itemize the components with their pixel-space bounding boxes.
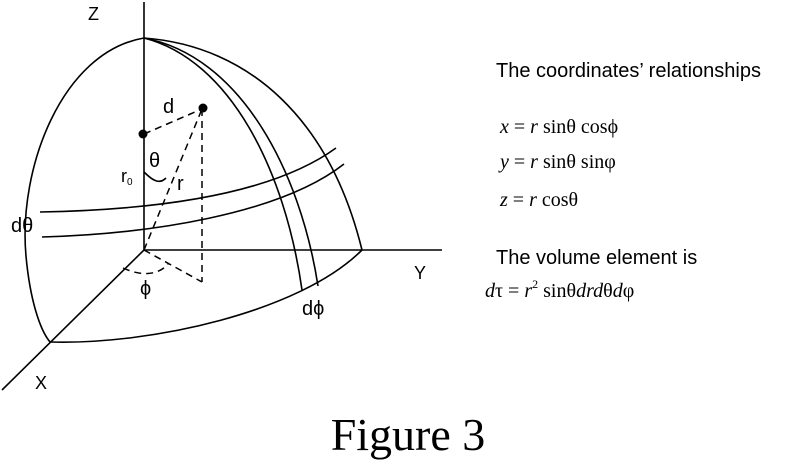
sphere-equator-arc xyxy=(49,249,363,343)
origin-offset-point xyxy=(138,129,148,139)
d-dashed-line xyxy=(143,108,203,135)
y-axis-label: Y xyxy=(414,263,426,283)
projection-base-line xyxy=(143,249,203,283)
coordinates-heading: The coordinates’ relationships xyxy=(496,60,761,82)
phi-angle-arc xyxy=(122,263,169,275)
meridian-2 xyxy=(143,37,319,287)
equation-y: y = r sinθ sinφ xyxy=(498,151,616,173)
r-label: r xyxy=(177,173,184,195)
sphere-outer-arc xyxy=(24,37,145,343)
theta-angle-arc xyxy=(143,171,167,183)
r0-label: r0 xyxy=(121,166,133,188)
equation-x: x = r sinθ cosϕ xyxy=(499,116,618,138)
phi-label: ϕ xyxy=(140,278,151,300)
latitude-line-1 xyxy=(39,147,337,213)
dphi-label: dϕ xyxy=(302,298,324,320)
r-dashed-line xyxy=(143,108,203,251)
volume-heading: The volume element is xyxy=(496,247,697,269)
d-label: d xyxy=(163,96,174,118)
volume-equation: dτ = r2 sinθdrdθdφ xyxy=(485,277,634,302)
target-point xyxy=(198,103,208,113)
x-axis-label: X xyxy=(35,373,47,393)
equation-z: z = r cosθ xyxy=(499,189,578,211)
dtheta-label: dθ xyxy=(11,215,33,237)
meridian-1 xyxy=(143,37,303,291)
z-axis-label: Z xyxy=(88,4,99,24)
figure-caption: Figure 3 xyxy=(331,409,486,460)
sphere-front-arc xyxy=(143,37,363,251)
latitude-line-2 xyxy=(41,163,345,238)
x-axis xyxy=(1,249,145,391)
sphere-diagram xyxy=(1,2,442,391)
theta-label: θ xyxy=(149,150,160,172)
